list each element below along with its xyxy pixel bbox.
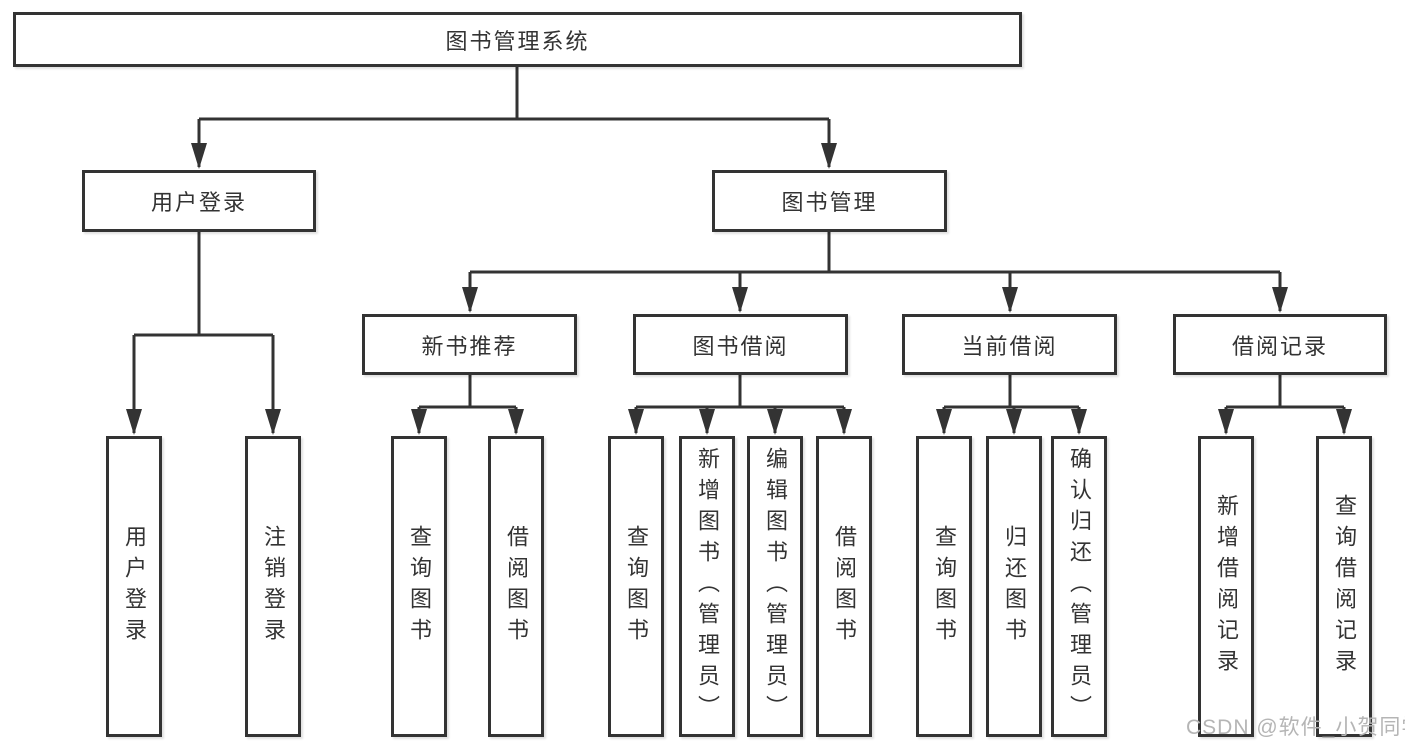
leaf-borrow-books-recommend: 借阅图书 bbox=[488, 436, 544, 737]
leaf-user-login: 用户登录 bbox=[106, 436, 162, 737]
leaf-return-books: 归还图书 bbox=[986, 436, 1042, 737]
node-book-borrow: 图书借阅 bbox=[633, 314, 848, 375]
node-current-borrow: 当前借阅 bbox=[902, 314, 1117, 375]
leaf-confirm-return-admin: 确认归还（管理员） bbox=[1051, 436, 1107, 737]
leaf-add-book-admin: 新增图书（管理员） bbox=[679, 436, 735, 737]
node-root: 图书管理系统 bbox=[13, 12, 1022, 67]
leaf-query-books-recommend: 查询图书 bbox=[391, 436, 447, 737]
node-user-login: 用户登录 bbox=[82, 170, 316, 232]
node-book-management: 图书管理 bbox=[712, 170, 947, 232]
watermark: CSDN @软件_小贺同学 bbox=[1186, 716, 1405, 739]
node-borrow-records: 借阅记录 bbox=[1173, 314, 1387, 375]
leaf-query-books-borrow: 查询图书 bbox=[608, 436, 664, 737]
leaf-query-borrow-record: 查询借阅记录 bbox=[1316, 436, 1372, 737]
leaf-borrow-books: 借阅图书 bbox=[816, 436, 872, 737]
leaf-add-borrow-record: 新增借阅记录 bbox=[1198, 436, 1254, 737]
node-new-book-recommend: 新书推荐 bbox=[362, 314, 577, 375]
leaf-query-books-current: 查询图书 bbox=[916, 436, 972, 737]
leaf-edit-book-admin: 编辑图书（管理员） bbox=[747, 436, 803, 737]
leaf-logout: 注销登录 bbox=[245, 436, 301, 737]
